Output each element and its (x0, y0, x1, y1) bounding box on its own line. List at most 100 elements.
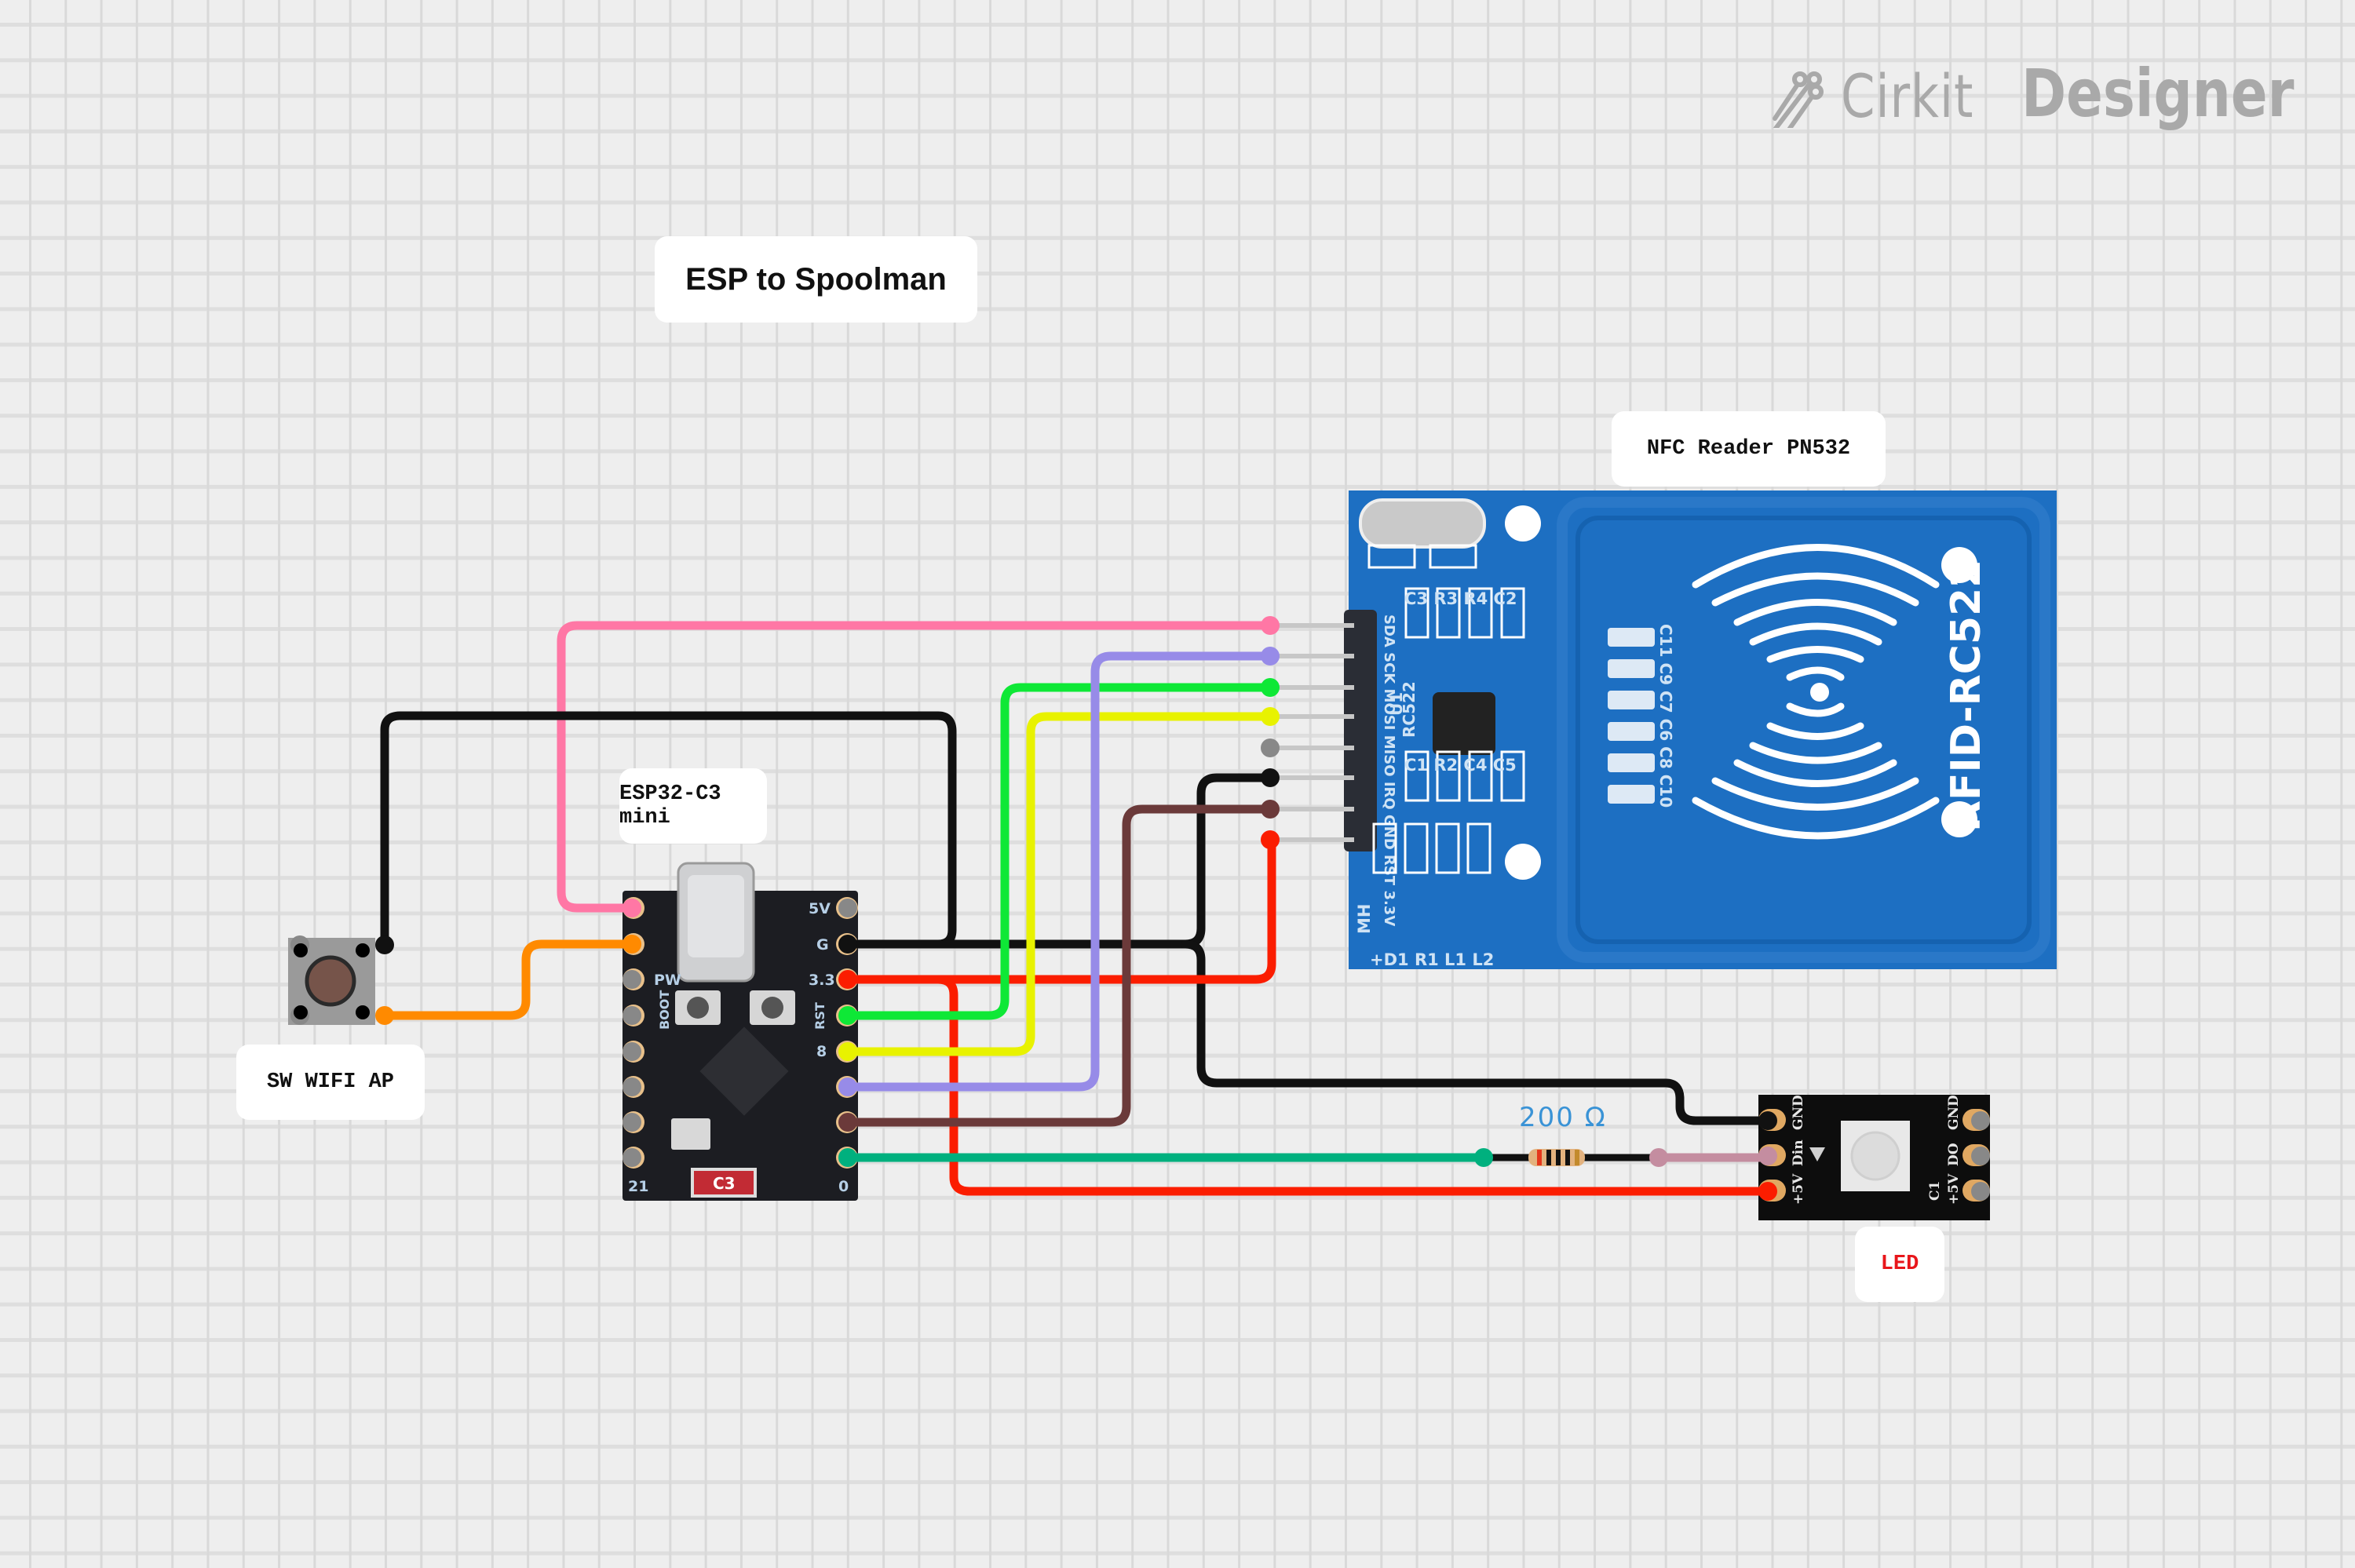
cirkit-designer-logo: Cirkit Designer (1770, 55, 2295, 132)
wire-sda[interactable] (557, 621, 1275, 913)
wire-rst[interactable] (843, 804, 1275, 1127)
esp-silk-c3: C3 (713, 1174, 736, 1193)
svg-text:+5V: +5V (1791, 1173, 1806, 1205)
resistor-band (1537, 1150, 1542, 1165)
led-pin-do[interactable] (1971, 1147, 1990, 1165)
nfc-pin-3v3[interactable] (1261, 830, 1280, 849)
esp-pin-left-4[interactable] (623, 1006, 641, 1025)
svg-text:21: 21 (628, 1178, 648, 1195)
esp-pin-left-6[interactable] (623, 1078, 641, 1096)
led-pin-din[interactable] (1758, 1147, 1777, 1165)
svg-text:+5V: +5V (1946, 1173, 1962, 1205)
resistor-pin-2[interactable] (1649, 1148, 1668, 1167)
esp-pin-g[interactable] (838, 935, 857, 954)
esp32-c3-board[interactable]: C3 5V G 3.3 PW BOOT RST 8 21 0 (623, 862, 858, 1201)
svg-text:3.3: 3.3 (809, 972, 835, 989)
nfc-silk-bottom: +D1 R1 L1 L2 (1370, 950, 1494, 969)
nfc-silk-side: C11 C9 C7 C6 C8 C10 (1656, 624, 1675, 808)
led-pin-5v-out[interactable] (1971, 1182, 1990, 1201)
nfc-pin-sda[interactable] (1261, 616, 1280, 635)
nfc-pin-gnd[interactable] (1261, 768, 1280, 787)
svg-text:5V: 5V (809, 900, 831, 917)
nfc-pin-mosi[interactable] (1261, 678, 1280, 697)
nfc-label[interactable]: NFC Reader PN532 (1612, 411, 1886, 487)
esp-pin-8[interactable] (838, 1042, 857, 1061)
button-label[interactable]: SW WIFI AP (236, 1045, 425, 1120)
led-pin-5v[interactable] (1758, 1182, 1777, 1201)
nfc-pin-rst[interactable] (1261, 800, 1280, 819)
svg-text:BOOT: BOOT (657, 990, 672, 1030)
button-pin-gnd[interactable] (375, 935, 394, 954)
button-label-text: SW WIFI AP (266, 1070, 395, 1094)
esp-pin-right-7[interactable] (838, 1113, 857, 1132)
wire-nfc-gnd[interactable] (843, 773, 1275, 949)
resistor-200-ohm[interactable]: 200 Ω (1402, 1102, 1659, 1166)
esp-pin-0[interactable] (838, 1148, 857, 1167)
led-label[interactable]: LED (1855, 1227, 1944, 1302)
esp-pin-right-4[interactable] (838, 1006, 857, 1025)
mounting-hole (1505, 844, 1541, 880)
nfc-side-caps (1608, 628, 1655, 804)
nfc-antenna-trace (1557, 497, 2050, 963)
esp-pin-left-2[interactable] (623, 935, 641, 954)
svg-text:GND: GND (1791, 1095, 1806, 1130)
resistor-band (1575, 1150, 1579, 1165)
svg-text:0: 0 (838, 1178, 849, 1195)
esp-pin-right-6[interactable] (838, 1078, 857, 1096)
wire-3v3-nfc[interactable] (843, 835, 1276, 984)
esp-label[interactable]: ESP32-C3 mini (619, 768, 767, 844)
mounting-hole (1941, 547, 1977, 583)
nfc-smd-top-row (1367, 544, 1525, 874)
circuit-traces-icon (1773, 71, 1824, 128)
button-corner (294, 943, 308, 957)
logo-primary-text: Cirkit (1841, 61, 1974, 131)
esp-pin-5v[interactable] (838, 899, 857, 917)
button-corner (356, 943, 370, 957)
led-pin-gnd[interactable] (1758, 1111, 1777, 1130)
esp-pin-21[interactable] (623, 1148, 641, 1167)
led-label-text: LED (1880, 1253, 1919, 1276)
rfid-waves-icon (1692, 544, 1940, 840)
esp-crystal (671, 1118, 710, 1150)
nfc-silk-mid: C1 R2 C4 C5 (1404, 756, 1517, 775)
rfid-center-dot (1810, 683, 1829, 702)
diagram-title[interactable]: ESP to Spoolman (655, 236, 977, 323)
button-pin-signal[interactable] (375, 1006, 394, 1025)
esp-pin-left-5[interactable] (623, 1042, 641, 1061)
nfc-label-text: NFC Reader PN532 (1646, 437, 1851, 461)
led-pin-gnd-out[interactable] (1971, 1111, 1990, 1130)
reset-button-cap (761, 997, 783, 1019)
wire-miso[interactable] (843, 712, 1275, 1056)
esp-antenna (691, 1168, 757, 1198)
nfc-pin-irq[interactable] (1261, 738, 1280, 757)
esp-right-pins (838, 899, 857, 1167)
wire-mosi[interactable] (843, 683, 1275, 1020)
wire-button-signal[interactable] (380, 939, 637, 1020)
esp-pin-3v3[interactable] (838, 970, 857, 989)
svg-text:8: 8 (816, 1043, 827, 1060)
nfc-pin-miso[interactable] (1261, 707, 1280, 726)
esp-pin-left-7[interactable] (623, 1113, 641, 1132)
logo-secondary-text: Designer (2021, 55, 2295, 132)
svg-text:RST: RST (812, 1002, 827, 1030)
svg-text:C1: C1 (1927, 1181, 1943, 1201)
nfc-pin-sck[interactable] (1261, 647, 1280, 665)
esp-pin-pw[interactable] (623, 970, 641, 989)
led-module-ws2812[interactable]: GND Din +5V GND DO +5V C1 (1758, 1095, 1990, 1220)
resistor-band (1546, 1150, 1551, 1165)
nfc-u1-label: U1 (1387, 692, 1406, 716)
mounting-hole (1505, 505, 1541, 542)
svg-text:PW: PW (654, 972, 681, 989)
wire-led-gnd[interactable] (1181, 939, 1773, 1125)
button-cap[interactable] (305, 955, 356, 1007)
nfc-chip-label: RC522 (1400, 681, 1418, 738)
push-button-sw-wifi-ap[interactable] (288, 935, 375, 1025)
nfc-pins (1261, 616, 1280, 849)
esp-label-text: ESP32-C3 mini (619, 782, 721, 830)
resistor-pin-1[interactable] (1474, 1148, 1493, 1167)
esp-pin-left-1[interactable] (623, 899, 641, 917)
nfc-reader-board[interactable]: RC522 U1 SDA SCK MOSI MISO IRQ GND RST 3… (1344, 490, 2057, 969)
wire-sck[interactable] (843, 651, 1275, 1092)
nfc-antenna-trace (1575, 516, 2032, 944)
